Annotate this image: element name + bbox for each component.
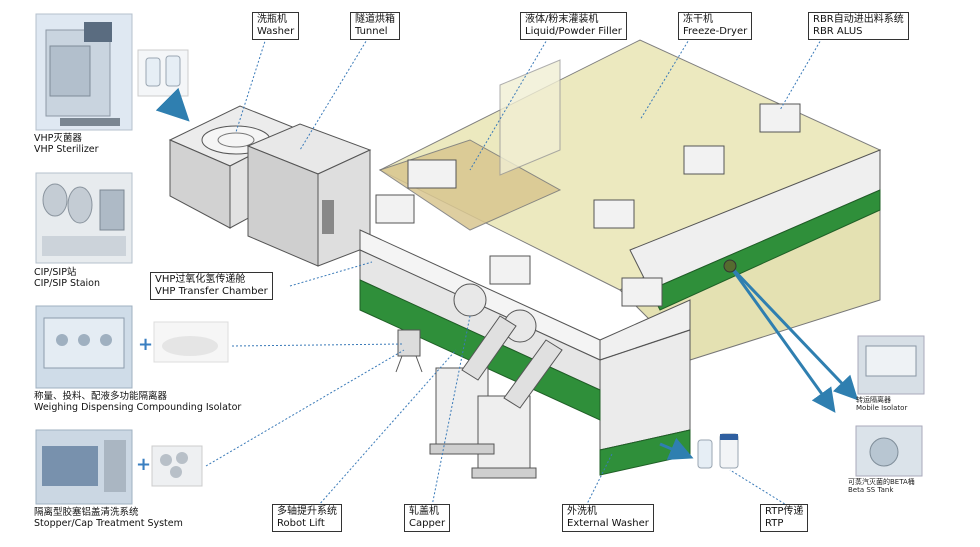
caption-mobile-isolator-cn: 转运隔离器 xyxy=(856,396,891,404)
label-rtp-en: RTP xyxy=(765,518,784,529)
label-ext-washer-en: External Washer xyxy=(567,518,649,529)
caption-beta-tank-en: Beta SS Tank xyxy=(848,486,894,494)
label-vhp-transfer-cn: VHP过氧化氢传递舱 xyxy=(155,274,246,285)
output-vials xyxy=(697,433,739,469)
robot-arms xyxy=(429,315,563,479)
label-rtp-cn: RTP传递 xyxy=(765,506,804,517)
rbr-units xyxy=(375,103,801,307)
caption-stopper-en: Stopper/Cap Treatment System xyxy=(34,518,183,529)
caption-vhp-sterilizer-cn: VHP灭菌器 xyxy=(34,133,82,144)
label-washer-cn: 洗瓶机 xyxy=(257,14,287,25)
label-tunnel-en: Tunnel xyxy=(355,26,388,37)
label-dryer-en: Freeze-Dryer xyxy=(683,26,748,37)
label-capper-cn: 轧盖机 xyxy=(409,506,439,517)
label-rbr: RBR自动进出料系统 RBR ALUS xyxy=(808,12,909,40)
label-filler-cn: 液体/粉末灌装机 xyxy=(525,14,599,25)
label-filler: 液体/粉末灌装机 Liquid/Powder Filler xyxy=(520,12,627,40)
label-dryer-cn: 冻干机 xyxy=(683,14,713,25)
label-tunnel-cn: 隧道烘箱 xyxy=(355,14,395,25)
caption-vhp-sterilizer: VHP灭菌器 VHP Sterilizer xyxy=(34,133,99,155)
leader-lines xyxy=(205,37,823,507)
caption-beta-tank: 可蒸汽灭菌的BETA桶 Beta SS Tank xyxy=(848,478,915,494)
process-arrows xyxy=(659,259,859,460)
label-capper: 轧盖机 Capper xyxy=(404,504,451,532)
caption-weighing-en: Weighing Dispensing Compounding Isolator xyxy=(34,402,242,413)
cip-sip-photo xyxy=(35,172,133,264)
label-filler-en: Liquid/Powder Filler xyxy=(525,26,622,37)
powder-photo xyxy=(153,321,229,363)
plus-sign-weighing: + xyxy=(138,334,154,355)
caption-cip-sip-en: CIP/SIP Staion xyxy=(34,278,100,289)
caption-mobile-isolator-en: Mobile Isolator xyxy=(856,404,908,412)
vhp-sterilizer-photo xyxy=(35,13,133,131)
mobile-cart xyxy=(395,329,423,373)
caps-photo xyxy=(151,445,203,487)
label-ext-washer: 外洗机 External Washer xyxy=(562,504,654,532)
capper-drums xyxy=(453,283,537,343)
label-washer-en: Washer xyxy=(257,26,295,37)
label-robot-lift-en: Robot Lift xyxy=(277,518,325,529)
tunnel-machine xyxy=(246,123,372,267)
label-dryer: 冻干机 Freeze-Dryer xyxy=(678,12,753,40)
caption-weighing-cn: 称量、投料、配液多功能隔离器 xyxy=(34,391,168,402)
label-tunnel: 隧道烘箱 Tunnel xyxy=(350,12,400,40)
label-capper-en: Capper xyxy=(409,518,446,529)
feed-arrow xyxy=(155,87,190,122)
vials-photo xyxy=(137,49,189,97)
label-ext-washer-cn: 外洗机 xyxy=(567,506,597,517)
caption-beta-tank-cn: 可蒸汽灭菌的BETA桶 xyxy=(848,478,915,486)
caption-weighing: 称量、投料、配液多功能隔离器 Weighing Dispensing Compo… xyxy=(34,391,241,413)
weighing-isolator-photo xyxy=(35,305,133,389)
label-rbr-en: RBR ALUS xyxy=(813,26,863,37)
mobile-isolator-photo xyxy=(857,335,925,395)
caption-stopper-cn: 隔离型胶塞铝盖清洗系统 xyxy=(34,507,139,518)
label-robot-lift: 多轴提升系统 Robot Lift xyxy=(272,504,342,532)
caption-vhp-sterilizer-en: VHP Sterilizer xyxy=(34,144,99,155)
caption-cip-sip-cn: CIP/SIP站 xyxy=(34,267,77,278)
label-washer: 洗瓶机 Washer xyxy=(252,12,300,40)
label-robot-lift-cn: 多轴提升系统 xyxy=(277,506,337,517)
label-rtp: RTP传递 RTP xyxy=(760,504,809,532)
beta-tank-photo xyxy=(855,425,923,477)
stopper-system-photo xyxy=(35,429,133,505)
plus-sign-stopper: + xyxy=(136,454,152,475)
label-rbr-cn: RBR自动进出料系统 xyxy=(813,14,904,25)
label-vhp-transfer-en: VHP Transfer Chamber xyxy=(155,286,268,297)
caption-cip-sip: CIP/SIP站 CIP/SIP Staion xyxy=(34,267,100,289)
caption-stopper: 隔离型胶塞铝盖清洗系统 Stopper/Cap Treatment System xyxy=(34,507,183,529)
label-vhp-transfer: VHP过氧化氢传递舱 VHP Transfer Chamber xyxy=(150,272,273,300)
caption-mobile-isolator: 转运隔离器 Mobile Isolator xyxy=(856,396,907,412)
